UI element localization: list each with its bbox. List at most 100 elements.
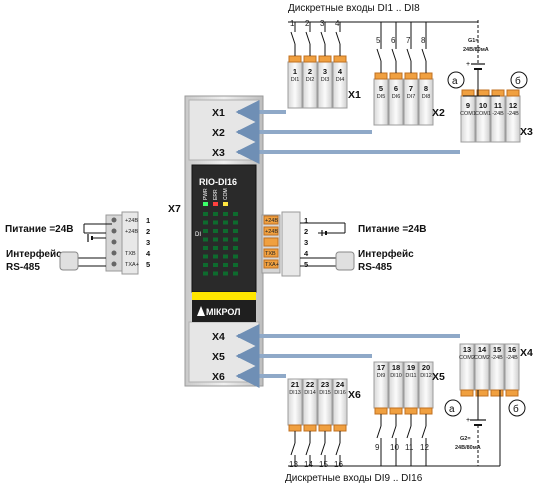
terminal-lever[interactable]	[419, 72, 433, 80]
block-label-x5: X5	[432, 371, 445, 383]
circle-b-top: б	[510, 71, 528, 89]
switch-contact	[305, 442, 311, 456]
terminal-number: 14	[478, 345, 487, 354]
x7-right-lever[interactable]	[263, 226, 279, 236]
terminal-number: 24	[336, 380, 345, 389]
di-led	[203, 263, 208, 267]
terminal-signal: DI2	[306, 77, 315, 83]
di-led	[233, 212, 238, 216]
wire-number: 9	[375, 443, 380, 452]
terminal-lever[interactable]	[475, 389, 489, 397]
switch-contact	[376, 425, 382, 439]
terminal-lever[interactable]	[389, 407, 403, 415]
x7-right-pin-number: 4	[304, 249, 309, 258]
wire-number: 15	[319, 460, 328, 469]
terminal-lever[interactable]	[404, 407, 418, 415]
module-slot-x4: X4	[212, 331, 225, 343]
x7-pin-screw[interactable]	[111, 239, 117, 245]
x7-pin-number: 4	[146, 249, 151, 258]
x7-pin-label: +24В	[125, 229, 138, 235]
terminal-number: 2	[308, 67, 312, 76]
terminal-signal: DI5	[377, 94, 386, 100]
terminal-lever[interactable]	[374, 407, 388, 415]
terminal-signal: DI11	[405, 373, 416, 379]
terminal-lever[interactable]	[491, 89, 505, 97]
terminal-lever[interactable]	[419, 407, 433, 415]
terminal-lever[interactable]	[404, 72, 418, 80]
led-com	[223, 202, 228, 206]
block-label-x6: X6	[348, 389, 361, 401]
terminal-lever[interactable]	[333, 55, 347, 63]
wire-number: 6	[391, 36, 396, 45]
block-label-x2: X2	[432, 107, 445, 119]
x7-right-lever[interactable]	[263, 248, 279, 258]
terminal-lever[interactable]	[318, 55, 332, 63]
terminal-number: 20	[422, 363, 430, 372]
di-led	[213, 220, 218, 225]
terminal-lever[interactable]	[389, 72, 403, 80]
di-led	[203, 271, 208, 276]
x7-pin-screw[interactable]	[111, 261, 117, 267]
switch-contact	[320, 442, 326, 456]
common-bus-bottom	[288, 390, 501, 467]
terminal-lever[interactable]	[505, 389, 519, 397]
terminal-lever[interactable]	[374, 72, 388, 80]
x7-pin-screw[interactable]	[111, 217, 117, 223]
x7-pin-number: 1	[146, 216, 150, 225]
terminal-signal: COM1	[475, 111, 491, 117]
terminal-number: 11	[494, 101, 502, 110]
x7-pin-screw[interactable]	[111, 250, 117, 256]
terminal-lever[interactable]	[288, 55, 302, 63]
di-led	[223, 237, 228, 242]
terminal-number: 18	[392, 363, 400, 372]
terminal-signal: DI13	[289, 390, 301, 396]
module-slot-x5: X5	[212, 351, 225, 363]
terminal-lever[interactable]	[476, 89, 490, 97]
brand-logo-mark	[197, 306, 205, 316]
title-bottom: Дискретные входы DI9 .. DI16	[285, 473, 423, 484]
led-err	[213, 202, 218, 206]
led-label: PWR	[203, 188, 209, 200]
terminal-lever[interactable]	[333, 424, 347, 432]
terminal-lever[interactable]	[318, 424, 332, 432]
terminal-signal: DI1	[291, 77, 300, 83]
terminal-lever[interactable]	[490, 389, 504, 397]
title-top: Дискретные входы DI1 .. DI8	[288, 3, 420, 14]
terminal-number: 22	[306, 380, 314, 389]
terminal-number: 8	[424, 84, 428, 93]
terminal-lever[interactable]	[303, 424, 317, 432]
di-led	[213, 263, 218, 267]
switch-contact	[376, 48, 382, 62]
x7-pin-screw[interactable]	[111, 228, 117, 234]
di-led	[223, 229, 228, 233]
terminal-lever[interactable]	[460, 389, 474, 397]
di-led	[233, 263, 238, 267]
terminal-lever[interactable]	[303, 55, 317, 63]
wire-number: 12	[420, 443, 429, 452]
wire-number: 7	[406, 36, 411, 45]
terminal-lever[interactable]	[506, 89, 520, 97]
module-name: RIO-DI16	[199, 177, 237, 187]
di-led	[213, 237, 218, 242]
switch-contact	[406, 48, 412, 62]
x7-right-lever[interactable]	[263, 259, 279, 269]
power-label-right: Питание =24В	[358, 224, 427, 235]
terminal-lever[interactable]	[461, 89, 475, 97]
terminal-signal: DI14	[304, 390, 316, 396]
terminal-lever[interactable]	[288, 424, 302, 432]
x7-right-lever[interactable]	[263, 215, 279, 225]
g2-supply: G2= 24В/80мА +	[455, 390, 486, 466]
x7-pin-number: 5	[146, 260, 150, 269]
di-led	[223, 254, 228, 259]
terminal-number: 12	[509, 101, 517, 110]
terminal-signal: -24В	[507, 111, 519, 117]
circle-a-top: а	[447, 71, 465, 89]
g2-value: 24В/80мА	[455, 445, 481, 451]
x7-pin-number: 3	[146, 238, 150, 247]
x7-right-lever[interactable]	[263, 237, 279, 247]
block-label-x4: X4	[520, 347, 533, 359]
svg-text:+: +	[466, 417, 470, 424]
